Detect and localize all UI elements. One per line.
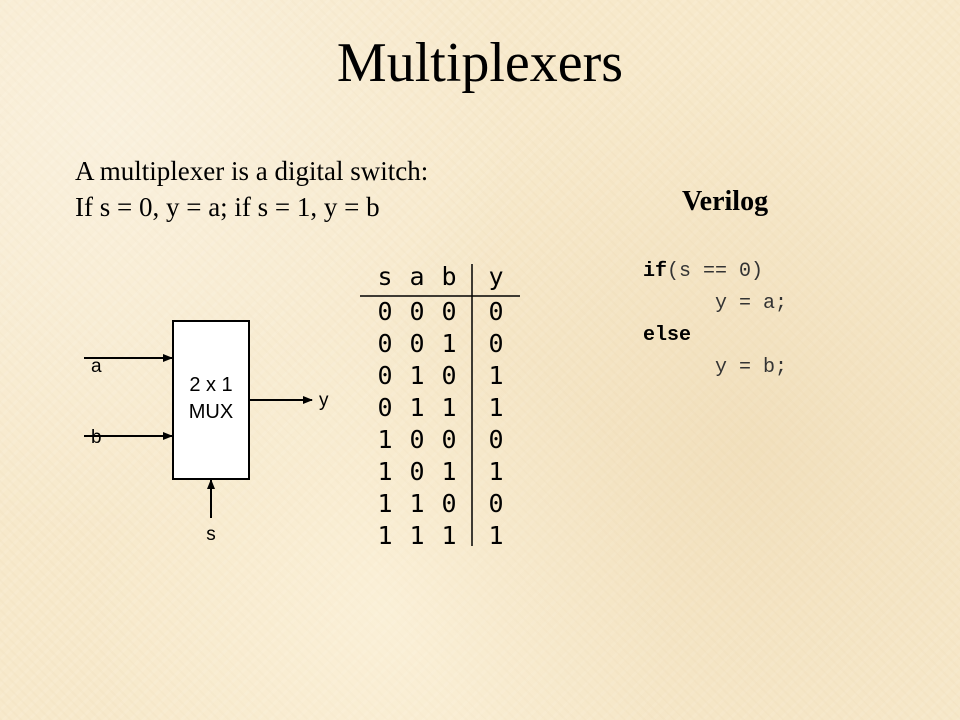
description-line-2: If s = 0, y = a; if s = 1, y = b [75,192,380,222]
mux-box [172,320,250,480]
code-line-1: if(s == 0) [643,256,787,288]
mux-diagram: 2 x 1 MUX a b y s [84,320,329,545]
input-b-label: b [91,427,102,448]
header-s: s [377,262,392,291]
cell-a: 1 [409,521,424,550]
table-row: 1 0 0 0 [377,425,503,454]
cell-b: 0 [441,425,456,454]
code-line-3: else [643,320,787,352]
cell-y: 0 [488,297,503,326]
table-row: 0 0 0 0 [377,297,503,326]
cell-s: 1 [377,457,392,486]
header-y: y [488,262,503,291]
table-row: 0 0 1 0 [377,329,503,358]
cell-s: 1 [377,521,392,550]
cell-b: 1 [441,329,456,358]
cell-a: 1 [409,489,424,518]
cell-b: 1 [441,393,456,422]
cell-s: 0 [377,361,392,390]
verilog-code: if(s == 0) y = a; else y = b; [643,256,787,384]
code-text: y = b; [643,356,788,379]
cell-b: 1 [441,457,456,486]
output-y-label: y [319,390,329,411]
input-a-label: a [91,356,102,377]
code-text: y = a; [643,292,788,315]
cell-b: 1 [441,521,456,550]
cell-y: 0 [488,425,503,454]
cell-s: 0 [377,329,392,358]
mux-label-line-1: 2 x 1 [189,374,232,396]
select-s-label: s [206,524,216,545]
cell-a: 0 [409,329,424,358]
cell-a: 1 [409,361,424,390]
table-row: 1 1 1 1 [377,521,503,550]
cell-y: 1 [488,393,503,422]
cell-y: 1 [488,521,503,550]
truth-table: s a b y 0 0 0 0 0 0 1 0 0 1 0 1 0 1 1 1 [360,262,520,550]
cell-y: 1 [488,361,503,390]
header-b: b [441,262,456,291]
code-line-4: y = b; [643,352,787,384]
code-text: (s == 0) [667,260,764,283]
cell-b: 0 [441,489,456,518]
cell-s: 0 [377,393,392,422]
cell-y: 0 [488,489,503,518]
table-row: 0 1 1 1 [377,393,503,422]
description-line-1: A multiplexer is a digital switch: [75,156,429,186]
cell-a: 0 [409,457,424,486]
cell-s: 1 [377,425,392,454]
header-a: a [409,262,424,291]
cell-a: 0 [409,425,424,454]
slide-title: Multiplexers [336,32,624,94]
mux-label-line-2: MUX [189,401,233,423]
table-row: 1 1 0 0 [377,489,503,518]
cell-y: 1 [488,457,503,486]
cell-b: 0 [441,297,456,326]
code-keyword: else [643,324,692,347]
cell-b: 0 [441,361,456,390]
table-row: 0 1 0 1 [377,361,503,390]
cell-s: 1 [377,489,392,518]
code-line-2: y = a; [643,288,787,320]
cell-a: 0 [409,297,424,326]
code-keyword: if [643,260,668,283]
cell-s: 0 [377,297,392,326]
cell-y: 0 [488,329,503,358]
description: A multiplexer is a digital switch: If s … [75,153,428,225]
verilog-heading: Verilog [682,186,769,217]
cell-a: 1 [409,393,424,422]
table-row: 1 0 1 1 [377,457,503,486]
truth-table-header: s a b y [377,262,503,291]
